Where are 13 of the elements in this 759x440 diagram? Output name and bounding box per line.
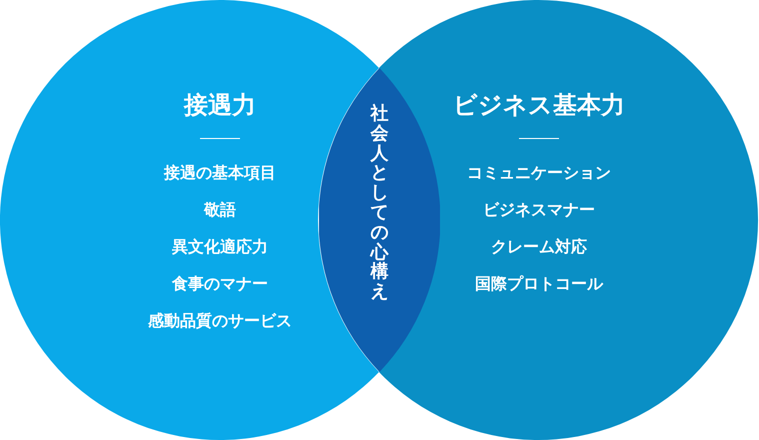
overlap-lens [319,68,440,372]
list-item: 異文化適応力 [172,237,268,257]
list-item: 食事のマナー [172,274,268,294]
list-item: クレーム対応 [491,237,587,257]
vertical-label: 社会人としての心構え [370,104,388,302]
list-item: 接遇の基本項目 [164,163,276,183]
list-item: 国際プロトコール [475,274,603,294]
list-item: 感動品質のサービス [148,311,292,331]
list-item: コミュニケーション [467,163,611,183]
list-item: ビジネスマナー [483,200,595,220]
heading: ビジネス基本力 [453,90,625,121]
list-item: 敬語 [204,200,236,220]
heading: 接遇力 [184,90,256,121]
